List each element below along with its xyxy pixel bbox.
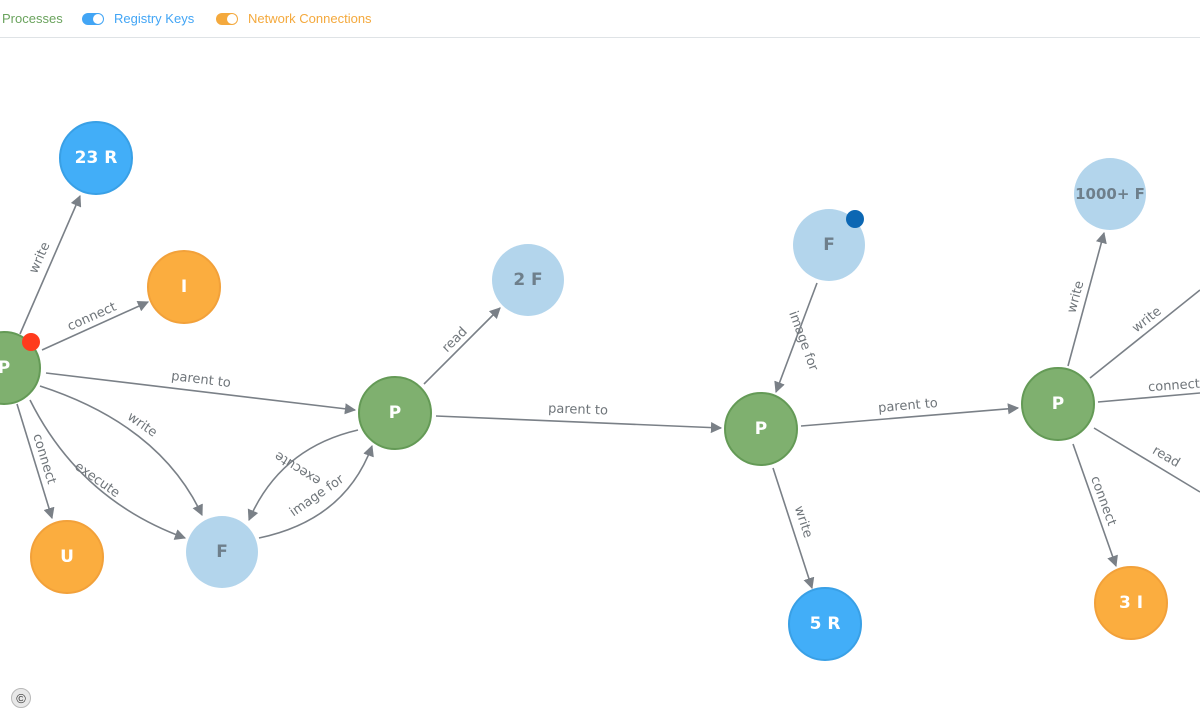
edge-parent-p3 xyxy=(435,415,723,434)
file-node-2f[interactable]: 2 F xyxy=(492,244,564,316)
copyright-icon: © xyxy=(11,688,31,708)
process-node-p3[interactable]: P xyxy=(724,392,798,466)
edge-connect-network-3i xyxy=(1072,443,1118,568)
network-node-u[interactable]: U xyxy=(30,520,104,594)
node-label: 2 F xyxy=(513,270,542,290)
filter-processes[interactable]: Processes xyxy=(2,11,63,26)
filter-registry-keys-label: Registry Keys xyxy=(114,11,195,26)
node-label: 5 R xyxy=(810,614,841,634)
edge-execute-file-f1 xyxy=(29,399,187,540)
file-node-1000f[interactable]: 1000+ F xyxy=(1074,158,1146,230)
node-label: P xyxy=(1052,394,1064,414)
filter-network-connections[interactable]: Network Connections xyxy=(216,11,372,26)
process-node-p4[interactable]: P xyxy=(1021,367,1095,441)
edge-connect-network-u xyxy=(16,403,55,520)
registry-node-23r[interactable]: 23 R xyxy=(59,121,133,195)
edge-label-parent-p3: parent to xyxy=(548,401,608,418)
edge-write-file-f1 xyxy=(39,385,203,517)
node-label: U xyxy=(60,547,74,567)
node-label: 3 I xyxy=(1119,593,1143,613)
edge-write-file-f4 xyxy=(1067,231,1107,367)
edge-execute-p2-to-f1 xyxy=(247,429,359,522)
edge-label-execute-file-f1: execute xyxy=(72,459,123,501)
edge-label-write-registry: write xyxy=(27,240,54,276)
network-connections-toggle[interactable] xyxy=(216,12,238,25)
edge-write-registry xyxy=(19,194,82,335)
alert-badge-red xyxy=(22,333,40,351)
edge-label-connect-network-3i: connect xyxy=(1087,474,1119,528)
node-label: 1000+ F xyxy=(1075,185,1145,203)
edge-image-f3-to-p3 xyxy=(774,282,818,394)
network-node-3i[interactable]: 3 I xyxy=(1094,566,1168,640)
node-label: 23 R xyxy=(75,148,118,168)
node-label: I xyxy=(181,277,187,297)
registry-keys-toggle[interactable] xyxy=(82,12,104,25)
edge-label-write-file-f1: write xyxy=(124,409,159,440)
network-node-i[interactable]: I xyxy=(147,250,221,324)
file-node-f3[interactable]: F xyxy=(793,209,865,281)
filter-registry-keys[interactable]: Registry Keys xyxy=(82,11,194,26)
edge-read-offscreen xyxy=(1093,427,1200,493)
file-node-f1[interactable]: F xyxy=(186,516,258,588)
node-label: P xyxy=(389,403,401,423)
alert-badge-blue xyxy=(846,210,864,228)
edge-label-write-offscreen: write xyxy=(1130,304,1165,336)
edge-label-parent-p4: parent to xyxy=(878,396,939,416)
edge-parent-p2 xyxy=(45,372,357,415)
edge-label-execute-p2-to-f1: execute xyxy=(272,448,324,488)
registry-node-5r[interactable]: 5 R xyxy=(788,587,862,661)
node-label: F xyxy=(823,235,835,255)
edge-connect-offscreen xyxy=(1097,392,1200,403)
node-label: P xyxy=(0,358,10,378)
edge-connect-network-i xyxy=(41,301,150,351)
edge-label-read-file-f2: read xyxy=(439,324,470,355)
edge-write-offscreen xyxy=(1089,289,1200,379)
filter-network-connections-label: Network Connections xyxy=(248,11,372,26)
process-graph-canvas[interactable]: write connect parent to write execute co… xyxy=(0,39,1200,720)
edge-parent-p4 xyxy=(800,403,1020,427)
edge-label-image-f3-to-p3: image for xyxy=(785,309,821,373)
edge-label-connect-network-i: connect xyxy=(65,300,118,335)
node-label: F xyxy=(216,542,228,562)
edge-image-f1-to-p2 xyxy=(258,444,374,539)
node-label: P xyxy=(755,419,767,439)
filter-processes-label: Processes xyxy=(2,11,63,26)
graph-filter-toolbar: Processes Registry Keys Network Connecti… xyxy=(0,0,1200,38)
edge-read-file-f2 xyxy=(423,307,501,385)
edge-label-connect-offscreen: connect xyxy=(1148,377,1200,396)
process-node-p2[interactable]: P xyxy=(358,376,432,450)
edge-label-read-offscreen: read xyxy=(1150,443,1183,471)
edge-write-registry-r2 xyxy=(772,467,815,590)
edge-label-parent-p2: parent to xyxy=(170,369,231,391)
